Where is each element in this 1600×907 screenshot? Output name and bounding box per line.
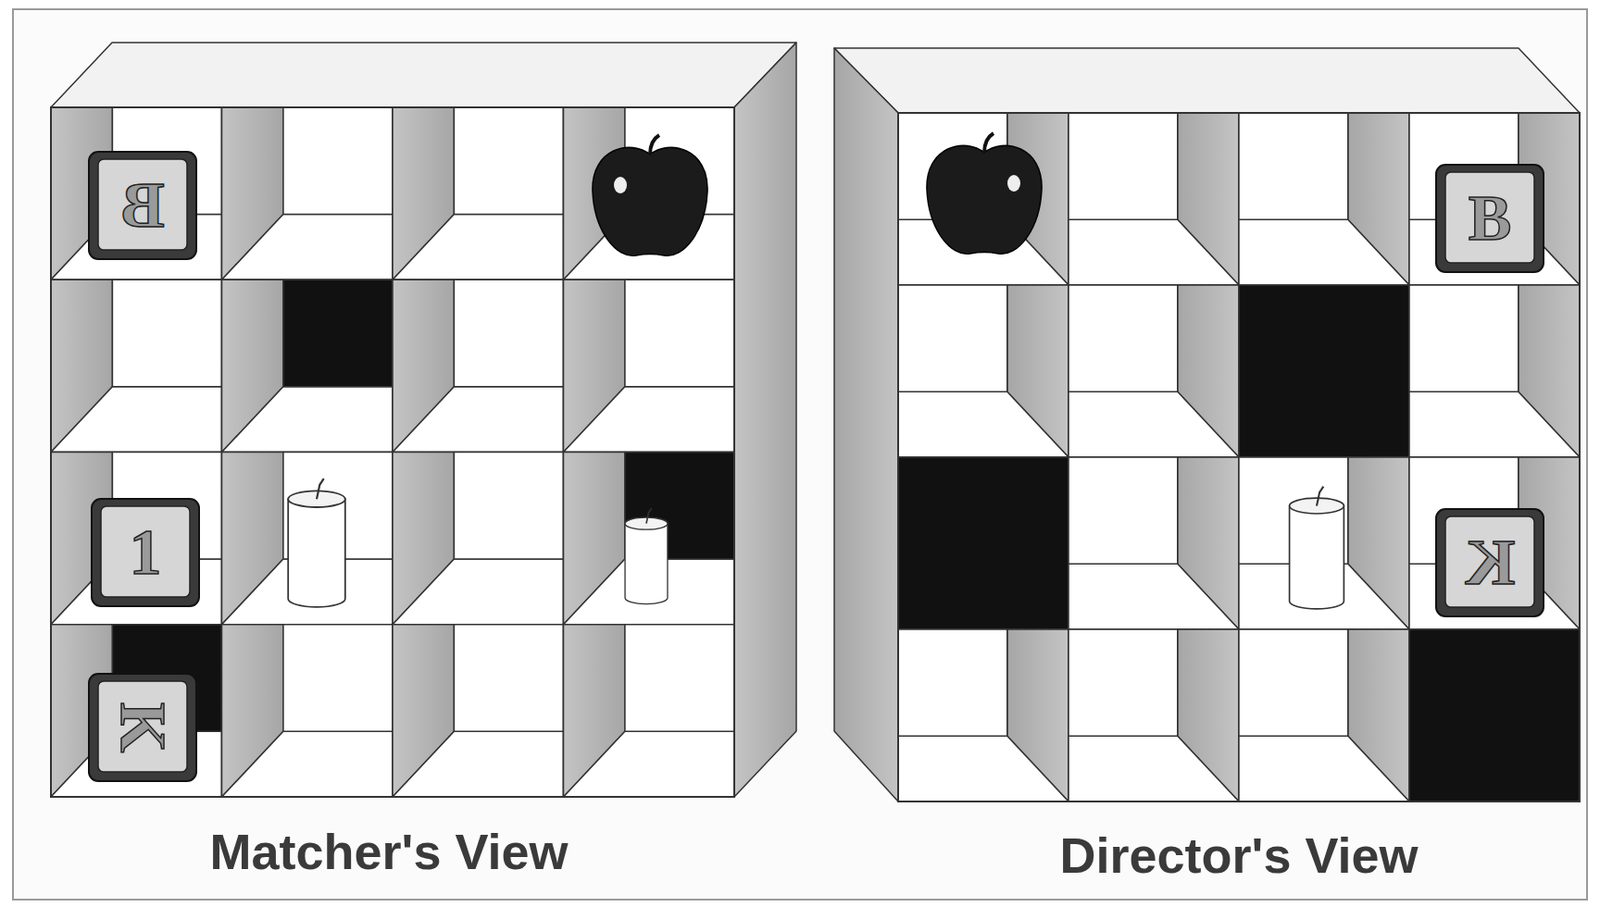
blocked-cell (1238, 285, 1410, 458)
cubby (50, 279, 223, 452)
cubby (563, 452, 736, 625)
shelf-side (734, 42, 797, 798)
cubby (1068, 112, 1239, 286)
block-letter: B (121, 173, 165, 238)
shelf-side (834, 48, 899, 802)
cubby-floor (1238, 219, 1410, 286)
cubby (222, 279, 394, 452)
block-letter: 1 (129, 520, 163, 586)
cubby-floor (392, 731, 564, 798)
cubby-floor (563, 387, 736, 453)
cubby-back (1238, 112, 1349, 220)
cubby-floor (1068, 736, 1239, 802)
apple (926, 133, 1042, 254)
apple (592, 135, 708, 256)
cubby (1068, 629, 1239, 802)
candle (625, 508, 668, 604)
blocked-cell (898, 457, 1069, 630)
cubby (898, 112, 1069, 286)
candle (1289, 487, 1345, 610)
cubby (898, 629, 1069, 802)
cubby (392, 625, 564, 798)
cubby-floor (1068, 219, 1239, 286)
shelf-top (50, 42, 797, 108)
cubby (50, 452, 223, 625)
cubby-back (1238, 629, 1349, 737)
blocked-cell (1409, 629, 1580, 802)
cubby (563, 279, 736, 452)
cubby-back (1068, 629, 1178, 737)
cubby-back (1409, 285, 1519, 392)
cubby-floor (563, 731, 736, 798)
cubby-back (625, 279, 735, 387)
letter-block (88, 674, 197, 782)
cubby-floor (392, 213, 564, 280)
cubby (1068, 457, 1239, 630)
block-letter: B (1468, 186, 1513, 251)
cubby-back (625, 625, 735, 732)
letter-block (88, 151, 197, 260)
shelf-top (834, 48, 1580, 113)
cubby-floor (222, 387, 394, 453)
cubby (1238, 629, 1410, 802)
cubby-floor (50, 387, 223, 453)
cubby-floor (392, 387, 564, 453)
frame (12, 9, 1588, 900)
cubby (898, 285, 1069, 458)
cubby (1238, 457, 1410, 630)
cubby-back (112, 279, 222, 387)
candle (287, 478, 346, 608)
cubby-back (283, 107, 393, 214)
cubby (50, 107, 223, 280)
shelf (50, 42, 797, 798)
cubby-back (1068, 112, 1178, 220)
cubby-back (898, 629, 1008, 737)
cubby (1409, 112, 1580, 286)
letter-block (1436, 164, 1544, 273)
cubby-floor (1068, 391, 1239, 458)
cubby-back (453, 452, 563, 560)
shelf-front (898, 112, 1580, 802)
cubby (50, 625, 223, 798)
cubby (222, 625, 394, 798)
cubby (222, 452, 394, 625)
shelf-front (50, 107, 735, 798)
cubby (563, 625, 736, 798)
cubby (1409, 285, 1580, 458)
cubby (1068, 285, 1239, 458)
cubby-back (453, 107, 563, 214)
cubby-back (1068, 457, 1178, 564)
cubby-back (453, 279, 563, 387)
cubby-floor (1409, 391, 1580, 458)
cubby (1409, 457, 1580, 630)
cubby-floor (222, 213, 394, 280)
cubby-floor (222, 731, 394, 798)
view-caption: Director's View (1059, 830, 1418, 881)
cubby (392, 279, 564, 452)
cubby-back (898, 285, 1008, 392)
cubby-floor (898, 736, 1069, 802)
cubby-floor (1068, 563, 1239, 630)
cubby-back (283, 625, 393, 732)
cubby-back (453, 625, 563, 732)
cubby-floor (392, 559, 564, 625)
cubby-back (1068, 285, 1178, 392)
letter-block (91, 499, 200, 607)
cubby-floor (1238, 736, 1410, 802)
view-caption: Matcher's View (209, 826, 568, 877)
cubby (392, 107, 564, 280)
block-letter: K (110, 702, 175, 753)
block-letter: K (1464, 530, 1515, 596)
cubby (392, 452, 564, 625)
shelf (834, 48, 1580, 802)
cubby-back (283, 279, 393, 387)
cubby (1238, 112, 1410, 286)
cubby (222, 107, 394, 280)
cubby (563, 107, 736, 280)
letter-block (1436, 509, 1544, 617)
cubby-floor (898, 391, 1069, 458)
